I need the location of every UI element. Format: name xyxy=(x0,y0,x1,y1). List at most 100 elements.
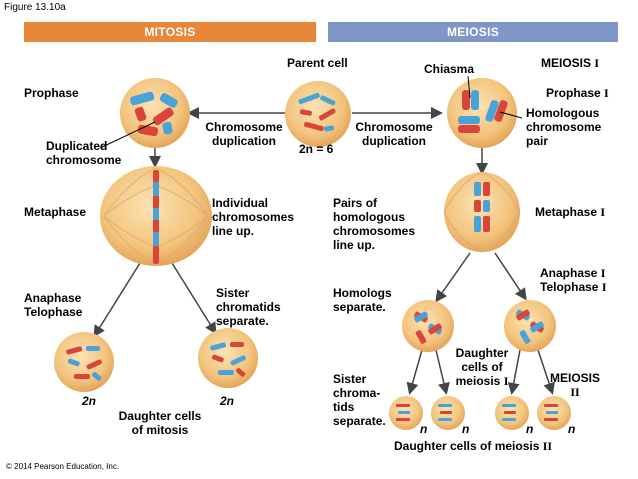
daughter-meiosis-ii-num: II xyxy=(542,439,553,453)
prophase-i-word: Prophase xyxy=(546,86,601,100)
stage-anaphase: Anaphase xyxy=(24,291,82,305)
stage-prophase-i: Prophase I xyxy=(546,86,609,100)
homologous-line-1: Homologous xyxy=(526,106,600,120)
meiosis-ii-daughter-cell-3 xyxy=(495,396,529,430)
stage-telophase: Telophase xyxy=(24,305,83,319)
homologous-pointer xyxy=(499,111,523,119)
arrow-mitosis-left xyxy=(93,262,141,338)
mitosis-banner-text: MITOSIS xyxy=(144,25,196,39)
n-label-4: n xyxy=(568,422,576,436)
mitosis-banner: MITOSIS xyxy=(24,22,316,42)
two-n-left-label: 2n xyxy=(82,394,97,408)
meiosis-banner: MEIOSIS xyxy=(328,22,618,42)
arrow-meiosis2-3 xyxy=(507,349,521,395)
copyright: © 2014 Pearson Education, Inc. xyxy=(6,462,120,471)
daughter-i-line-2: cells of xyxy=(461,360,503,374)
metaphase-i-word: Metaphase xyxy=(535,205,598,219)
pairs-line-3: chromosomes xyxy=(333,224,416,238)
daughter-mitosis-line-1: Daughter cells xyxy=(118,409,202,423)
meiosis-ii-num: II xyxy=(570,385,580,399)
chromosome-duplication-right: Chromosome duplication xyxy=(346,120,442,148)
mitosis-metaphase-cell xyxy=(100,166,212,266)
mitosis-prophase-cell xyxy=(120,78,190,148)
sister-chromatids-label: Sister chromatids separate. xyxy=(216,286,281,328)
daughter-cells-mitosis-label: Daughter cells of mitosis xyxy=(104,409,216,437)
chrom-dup-right-line-2: duplication xyxy=(362,134,426,148)
parent-cell-label: Parent cell xyxy=(287,56,348,70)
sister2-line-4: separate. xyxy=(333,414,386,428)
daughter-i-line-1: Daughter xyxy=(455,346,509,360)
individual-chromosomes-label: Individual chromosomes line up. xyxy=(212,196,294,238)
individual-line-3: line up. xyxy=(212,224,254,238)
arrow-meiosis2-1 xyxy=(406,349,423,395)
daughter-meiosis-i-label: Daughter cells of meiosis I xyxy=(449,346,515,388)
daughter-cells-meiosis-ii-label: Daughter cells of meiosis II xyxy=(394,439,552,453)
stage-meiosis-ii: MEIOSIS II xyxy=(550,371,600,399)
arrow-meiosis-right xyxy=(494,252,527,301)
stage-meiosis-i: MEIOSIS I xyxy=(541,56,599,70)
telophase-i-num: I xyxy=(601,280,607,294)
pairs-line-1: Pairs of xyxy=(333,196,378,210)
sister-line-2: chromatids xyxy=(216,300,281,314)
sister-line-1: Sister xyxy=(216,286,250,300)
n-label-2: n xyxy=(462,422,470,436)
meiosis-ii-daughter-cell-1 xyxy=(389,396,423,430)
stage-metaphase: Metaphase xyxy=(24,205,87,219)
mitosis-daughter-cell-left xyxy=(54,332,114,392)
two-n-right-label: 2n xyxy=(220,394,235,408)
n-label-1: n xyxy=(420,422,428,436)
chiasma-label: Chiasma xyxy=(424,62,475,76)
arrow-meiosis-left xyxy=(435,252,471,303)
homologous-line-3: pair xyxy=(526,134,549,148)
chrom-dup-left-line-1: Chromosome xyxy=(205,120,283,134)
daughter-i-line-3: meiosis I xyxy=(449,374,515,388)
duplicated-chromosome-label: Duplicated chromosome xyxy=(46,139,121,167)
sister2-line-1: Sister xyxy=(333,372,367,386)
sister-line-3: separate. xyxy=(216,314,269,328)
meiosis-metaphase-cell xyxy=(443,171,521,253)
n-label-3: n xyxy=(526,422,534,436)
meiosis-ii-daughter-cell-4 xyxy=(537,396,571,430)
arrow-mitosis-right xyxy=(171,262,217,335)
chrom-dup-right-line-1: Chromosome xyxy=(355,120,433,134)
figure-label: Figure 13.10a xyxy=(4,2,66,13)
duplicated-line-1: Duplicated xyxy=(46,139,108,153)
meiosis-i-word: MEIOSIS xyxy=(541,56,592,70)
sister2-line-3: tids xyxy=(333,400,355,414)
daughter-meiosis-ii-word: Daughter cells of meiosis xyxy=(394,439,540,453)
daughter-mitosis-line-2: of mitosis xyxy=(131,423,189,437)
stage-prophase: Prophase xyxy=(24,86,79,100)
pairs-homologous-label: Pairs of homologous chromosomes line up. xyxy=(333,196,415,252)
homologs-line-1: Homologs xyxy=(333,286,392,300)
individual-line-1: Individual xyxy=(212,196,269,210)
duplicated-pointer xyxy=(99,121,156,149)
homologs-separate-label: Homologs separate. xyxy=(333,286,392,314)
metaphase-i-num: I xyxy=(600,205,606,219)
meiosis-i-daughter-cell-left xyxy=(402,300,454,352)
parent-cell xyxy=(285,81,351,147)
homologous-pair-label: Homologous chromosome pair xyxy=(526,106,601,148)
arrows xyxy=(93,107,555,395)
meiosis-ii-word: MEIOSIS xyxy=(550,371,601,385)
arrow-meiosis2-4 xyxy=(537,349,555,395)
chromosome-duplication-left: Chromosome duplication xyxy=(196,120,292,148)
sister-chromatids-separate-label: Sister chroma- tids separate. xyxy=(333,372,386,428)
daughter-i-word: meiosis xyxy=(455,374,501,388)
anaphase-i-num: I xyxy=(600,266,606,280)
meiosis-banner-text: MEIOSIS xyxy=(446,25,500,39)
arrow-meiosis2-2 xyxy=(435,349,450,395)
pairs-line-2: homologous xyxy=(333,210,405,224)
homologous-line-2: chromosome xyxy=(526,120,602,134)
stage-anaphase-i: Anaphase I xyxy=(540,266,605,280)
anaphase-i-word: Anaphase xyxy=(540,266,598,280)
meiosis-prophase-cell xyxy=(447,78,517,148)
individual-line-2: chromosomes xyxy=(212,210,295,224)
daughter-i-num: I xyxy=(503,374,509,388)
pairs-line-4: line up. xyxy=(333,238,375,252)
meiosis-i-num: I xyxy=(594,56,600,70)
two-n-six-label: 2n = 6 xyxy=(299,142,334,156)
telophase-i-word: Telophase xyxy=(540,280,599,294)
meiosis-ii-daughter-cell-2 xyxy=(431,396,465,430)
meiosis-i-daughter-cell-right xyxy=(504,300,556,352)
